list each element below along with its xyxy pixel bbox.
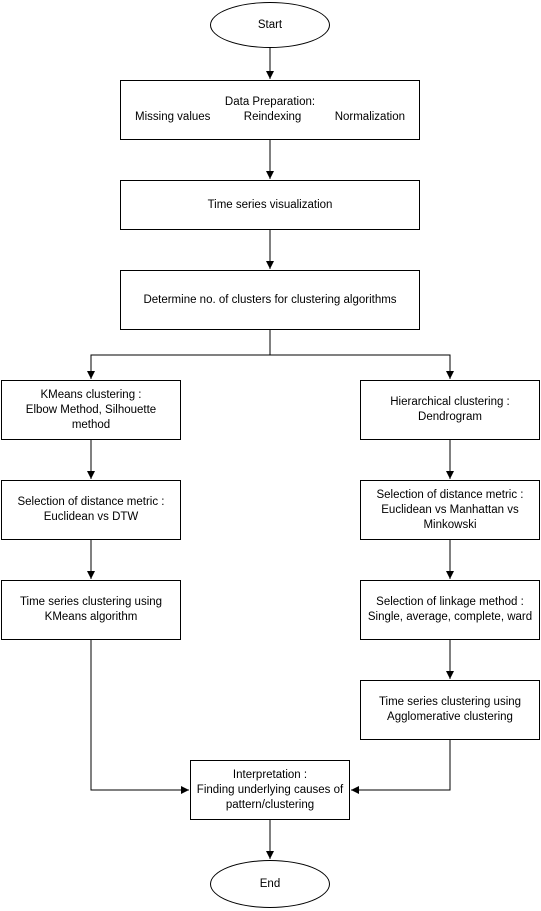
ts-agglomerative-line-1: Time series clustering using: [378, 696, 522, 708]
kmeans-line-3: method: [71, 418, 111, 431]
data-preparation-title: Data Preparation:: [224, 96, 316, 108]
interpretation-line-3: pattern/clustering: [225, 798, 315, 811]
ts-kmeans-box: Time series clustering using KMeans algo…: [1, 580, 181, 640]
visualization-box: Time series visualization: [120, 180, 420, 230]
distance-right-box: Selection of distance metric : Euclidean…: [360, 480, 540, 540]
kmeans-line-2: Elbow Method, Silhouette: [25, 403, 157, 416]
interpretation-box: Interpretation : Finding underlying caus…: [190, 760, 350, 820]
prep-item-missing: Missing values: [135, 111, 211, 123]
visualization-label: Time series visualization: [207, 198, 333, 211]
kmeans-line-1: KMeans clustering :: [40, 388, 142, 401]
ts-kmeans-line-2: KMeans algorithm: [44, 611, 138, 623]
ts-kmeans-line-1: Time series clustering using: [19, 596, 163, 608]
hierarchical-line-1: Hierarchical clustering :: [390, 396, 510, 408]
distance-left-line-2: Euclidean vs DTW: [43, 511, 139, 523]
ts-agglomerative-line-2: Agglomerative clustering: [387, 711, 513, 723]
arrow-tskmeans-interp: [90, 640, 189, 794]
interpretation-line-1: Interpretation :: [232, 768, 308, 781]
prep-item-reindexing: Reindexing: [243, 111, 302, 123]
end-label: End: [259, 877, 281, 890]
linkage-line-1: Selection of linkage method :: [376, 596, 524, 608]
end-node: End: [210, 860, 330, 908]
distance-right-line-1: Selection of distance metric :: [376, 488, 524, 501]
data-preparation-box: Data Preparation: Missing values Reindex…: [120, 80, 420, 140]
arrow-agglo-interp: [351, 740, 451, 794]
hierarchical-line-2: Dendrogram: [418, 411, 482, 423]
prep-item-normalization: Normalization: [334, 111, 405, 123]
determine-clusters-box: Determine no. of clusters for clustering…: [120, 270, 420, 330]
distance-right-line-3: Minkowski: [423, 518, 477, 531]
split-line: [87, 330, 271, 379]
linkage-line-2: Single, average, complete, ward: [367, 611, 533, 623]
start-node: Start: [210, 2, 330, 48]
interpretation-line-2: Finding underlying causes of: [196, 783, 344, 796]
distance-left-box: Selection of distance metric : Euclidean…: [1, 480, 181, 540]
distance-left-line-1: Selection of distance metric :: [17, 496, 165, 508]
start-label: Start: [257, 18, 283, 31]
linkage-box: Selection of linkage method : Single, av…: [360, 580, 540, 640]
hierarchical-box: Hierarchical clustering : Dendrogram: [360, 380, 540, 440]
data-preparation-items: Missing values Reindexing Normalization: [135, 110, 405, 125]
distance-right-line-2: Euclidean vs Manhattan vs: [381, 503, 519, 516]
split-line-right: [270, 354, 454, 379]
determine-clusters-label: Determine no. of clusters for clustering…: [143, 293, 397, 306]
ts-agglomerative-box: Time series clustering using Agglomerati…: [360, 680, 540, 740]
kmeans-box: KMeans clustering : Elbow Method, Silhou…: [1, 380, 181, 440]
